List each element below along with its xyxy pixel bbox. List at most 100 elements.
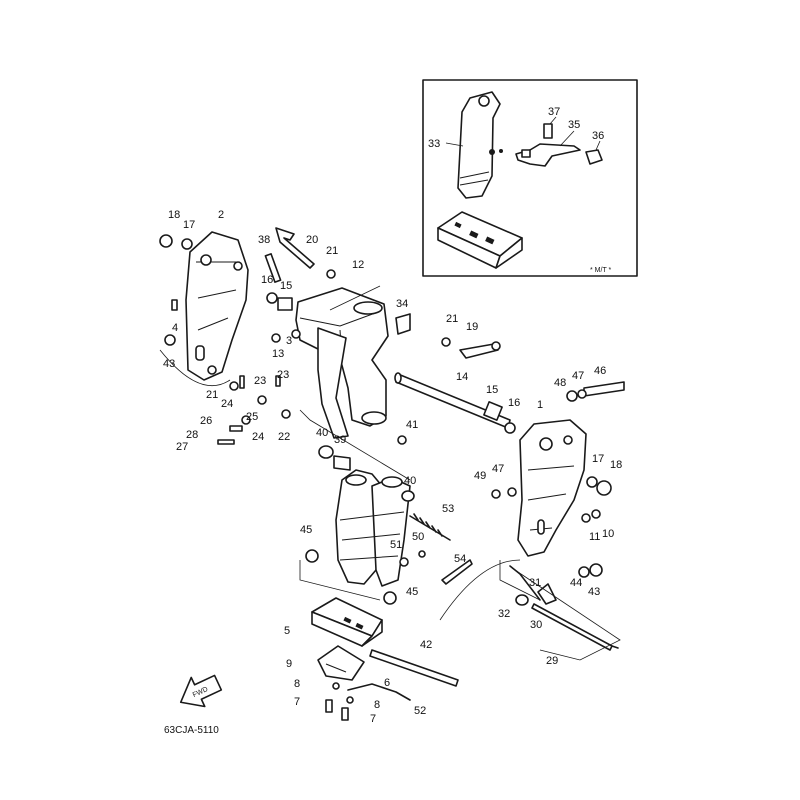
part-lever [515, 143, 581, 167]
callout-c43b: 43 [588, 586, 600, 598]
part-plate-34 [395, 313, 411, 335]
callout-c19: 19 [466, 321, 478, 333]
part-bolt-46 [583, 381, 625, 397]
callout-c44: 44 [570, 577, 582, 589]
part-tilt-shaft [394, 372, 516, 434]
callout-c24a: 24 [221, 398, 233, 410]
callout-c7b: 7 [370, 713, 376, 725]
callout-c8b: 8 [374, 699, 380, 711]
callout-c46: 46 [594, 365, 606, 377]
part-grip [585, 149, 603, 165]
callout-c16b: 16 [508, 397, 520, 409]
callout-c18a: 18 [168, 209, 180, 221]
callout-c41: 41 [406, 419, 418, 431]
callout-c30: 30 [530, 619, 542, 631]
part-spring-53 [409, 513, 451, 541]
callout-c29: 29 [546, 655, 558, 667]
callout-c40b: 40 [404, 475, 416, 487]
part-bushing-40b [401, 490, 415, 502]
part-nut-18a [159, 234, 173, 248]
part-clamp-bracket-right [517, 419, 587, 557]
part-nut-21a [326, 269, 336, 279]
callout-c50: 50 [412, 531, 424, 543]
callout-c47a: 47 [572, 370, 584, 382]
callout-c38: 38 [258, 234, 270, 246]
callout-c25: 25 [246, 411, 258, 423]
callout-c49: 49 [474, 470, 486, 482]
callout-c23a: 23 [277, 369, 289, 381]
callout-c26: 26 [200, 415, 212, 427]
callout-c18b: 18 [610, 459, 622, 471]
callout-c15a: 15 [280, 280, 292, 292]
part-nut-21b [441, 337, 451, 347]
callout-c27: 27 [176, 441, 188, 453]
callout-c24b: 24 [252, 431, 264, 443]
part-bolt-37 [543, 123, 553, 139]
part-bushing-15a [277, 297, 293, 311]
part-washer-17a [181, 238, 193, 250]
callout-c21c: 21 [206, 389, 218, 401]
inset-frame [422, 79, 638, 277]
part-cable-52 [347, 683, 411, 701]
callout-c32: 32 [498, 608, 510, 620]
callout-c6: 6 [384, 677, 390, 689]
part-trim-rod-assembly [509, 565, 619, 651]
part-rod-54 [441, 559, 473, 585]
callout-c17a: 17 [183, 219, 195, 231]
callout-c51: 51 [390, 539, 402, 551]
callout-c2: 2 [218, 209, 224, 221]
part-tilt-cylinder [335, 469, 411, 587]
part-washer-17b [586, 476, 598, 488]
part-base-block [311, 597, 383, 647]
callout-c13: 13 [272, 348, 284, 360]
part-long-shaft-42 [369, 649, 459, 687]
part-sleeve-39 [333, 455, 351, 471]
callout-c8a: 8 [294, 678, 300, 690]
callout-c42: 42 [420, 639, 432, 651]
part-washer-8b [346, 696, 354, 704]
part-lower-mount [317, 645, 365, 681]
callout-c47b: 47 [492, 463, 504, 475]
callout-c17b: 17 [592, 453, 604, 465]
callout-c9: 9 [286, 658, 292, 670]
callout-c33: 33 [428, 138, 440, 150]
part-swivel-bracket [295, 287, 389, 439]
callout-c53: 53 [442, 503, 454, 515]
callout-c11: 11 [589, 531, 600, 543]
callout-c31: 31 [529, 577, 541, 589]
part-clamp-bracket-left [185, 231, 249, 381]
part-tilt-rod [457, 91, 503, 199]
callout-c20: 20 [306, 234, 318, 246]
callout-c54: 54 [454, 553, 466, 565]
callout-c22: 22 [278, 431, 290, 443]
callout-c4: 4 [172, 322, 178, 334]
callout-c39: 39 [334, 434, 346, 446]
callout-c35: 35 [568, 119, 580, 131]
callout-c21b: 21 [446, 313, 458, 325]
part-tilt-base [437, 211, 523, 269]
callout-c14: 14 [456, 371, 468, 383]
callout-c36: 36 [592, 130, 604, 142]
part-pin-38 [264, 253, 282, 283]
part-pin-20 [275, 227, 315, 269]
callout-c3: 3 [286, 335, 292, 347]
callout-c15b: 15 [486, 384, 498, 396]
callout-c43a: 43 [163, 358, 175, 370]
callout-c37: 37 [548, 106, 560, 118]
callout-c48: 48 [554, 377, 566, 389]
callout-c45b: 45 [406, 586, 418, 598]
callout-c5: 5 [284, 625, 290, 637]
part-bolt-7a [325, 699, 333, 713]
diagram-code: 63CJA-5110 [164, 725, 219, 736]
part-small-hardware [164, 299, 603, 605]
callout-c16a: 16 [261, 274, 273, 286]
part-nut-18b [596, 480, 612, 496]
callout-c52: 52 [414, 705, 426, 717]
inset-manual-tilt: * M/T * [422, 79, 638, 277]
callout-c1: 1 [537, 399, 543, 411]
callout-c40a: 40 [316, 427, 328, 439]
callout-c34: 34 [396, 298, 408, 310]
callout-c28: 28 [186, 429, 198, 441]
